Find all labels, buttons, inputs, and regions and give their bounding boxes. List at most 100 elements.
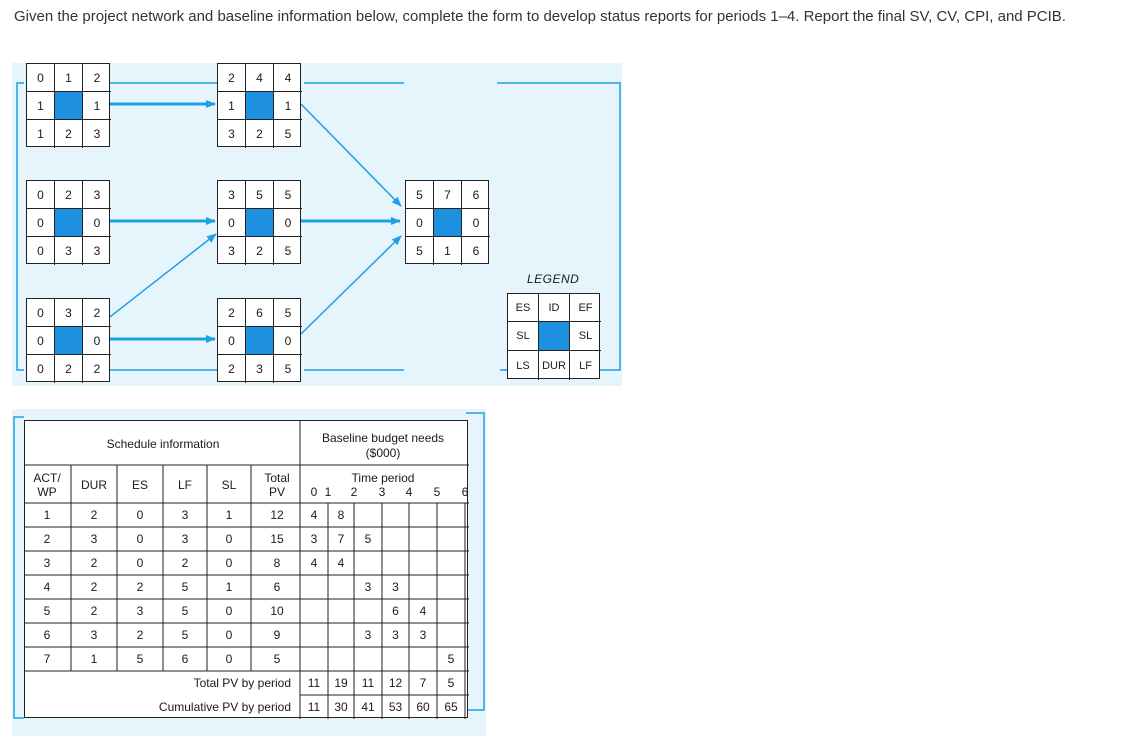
cell-lf: 3 xyxy=(181,532,189,546)
cell-dur: 3 xyxy=(90,628,98,642)
cell-period-pv: 7 xyxy=(337,532,345,546)
time-period-label: Time period xyxy=(351,471,415,485)
node-value-cell: 2 xyxy=(93,362,101,376)
node-value-cell: 2 xyxy=(246,237,274,265)
cell-lf: 5 xyxy=(181,628,189,642)
cell-es: 0 xyxy=(136,556,144,570)
node-value-cell: 3 xyxy=(218,181,246,209)
period-header: 0 xyxy=(310,485,318,499)
node-value-cell: 4 xyxy=(274,64,302,92)
node-value-cell: 0 xyxy=(27,64,55,92)
total-pv-label: Total PV by period xyxy=(193,676,291,690)
node-value-cell: 6 xyxy=(246,299,274,327)
cell-dur: 2 xyxy=(90,580,98,594)
total-pv-value: 7 xyxy=(419,676,427,690)
node-value-cell: 0 xyxy=(83,209,111,237)
cell-pv: 15 xyxy=(270,532,284,546)
cell-period-pv: 8 xyxy=(337,508,345,522)
legend-cell: EF xyxy=(570,294,601,322)
table-grid-lines xyxy=(25,421,469,719)
cum-pv-value: 60 xyxy=(416,700,430,714)
cell-period-pv: 3 xyxy=(310,532,318,546)
schedule-header: Schedule information xyxy=(106,437,220,451)
cell-period-pv: 3 xyxy=(364,628,372,642)
cell-pv: 12 xyxy=(270,508,284,522)
legend-cell: SL xyxy=(508,322,539,351)
node-id-cell xyxy=(55,92,83,120)
question-text: Given the project network and baseline i… xyxy=(14,8,1066,25)
cell-lf: 5 xyxy=(181,604,189,618)
cum-pv-label: Cumulative PV by period xyxy=(158,700,291,714)
cell-period-pv: 3 xyxy=(392,580,399,594)
node-value-cell: 5 xyxy=(284,362,292,376)
cell-es: 3 xyxy=(136,604,144,618)
total-pv-value: 11 xyxy=(307,676,321,690)
cell-act: 5 xyxy=(43,604,51,618)
node-id-cell xyxy=(55,327,83,355)
legend-cell: ID xyxy=(539,294,570,322)
node-value-cell: 2 xyxy=(55,355,83,383)
cum-pv-value: 11 xyxy=(307,700,321,714)
node-id-cell xyxy=(434,209,462,237)
node-value-cell: 0 xyxy=(274,327,302,355)
cell-es: 0 xyxy=(136,532,144,546)
cell-period-pv: 4 xyxy=(419,604,427,618)
node-value-cell: 0 xyxy=(27,209,55,237)
node-value-cell: 3 xyxy=(83,181,111,209)
node-value-cell: 0 xyxy=(406,209,434,237)
node-id-cell xyxy=(246,92,274,120)
node-value-cell: 2 xyxy=(218,299,246,327)
node-value-cell: 2 xyxy=(83,64,111,92)
cell-lf: 3 xyxy=(181,508,189,522)
cell-pv: 6 xyxy=(273,580,281,594)
cum-pv-value: 30 xyxy=(334,700,348,714)
cell-dur: 1 xyxy=(90,652,98,666)
cell-period-pv: 3 xyxy=(392,628,399,642)
cell-pv: 10 xyxy=(270,604,284,618)
cell-period-pv: 3 xyxy=(364,580,372,594)
cum-pv-value: 65 xyxy=(444,700,458,714)
node-value-cell: 1 xyxy=(27,92,55,120)
node-value-cell: 0 xyxy=(27,299,55,327)
cell-act: 2 xyxy=(43,532,51,546)
cell-act: 4 xyxy=(43,580,51,594)
cell-dur: 2 xyxy=(90,604,98,618)
cell-act: 1 xyxy=(43,508,51,522)
cell-sl: 0 xyxy=(225,604,233,618)
period-header: 4 xyxy=(405,485,413,499)
node-value-cell: 3 xyxy=(218,237,246,265)
node-value-cell: 3 xyxy=(93,244,101,258)
cum-pv-value: 41 xyxy=(361,700,375,714)
col-act: ACT/ WP xyxy=(33,471,61,499)
node-id-cell xyxy=(246,209,274,237)
node-value-cell: 0 xyxy=(462,209,490,237)
node-value-cell: 4 xyxy=(246,64,274,92)
cell-sl: 0 xyxy=(225,556,233,570)
cell-es: 5 xyxy=(136,652,144,666)
cell-act: 7 xyxy=(43,652,51,666)
cell-pv: 8 xyxy=(273,556,281,570)
cell-act: 3 xyxy=(43,556,51,570)
cell-period-pv: 5 xyxy=(364,532,372,546)
node-value-cell: 6 xyxy=(462,181,490,209)
period-header: 2 xyxy=(350,485,358,499)
total-pv-value: 11 xyxy=(361,676,375,690)
cell-es: 2 xyxy=(136,628,144,642)
cell-act: 6 xyxy=(43,628,51,642)
node-value-cell: 1 xyxy=(218,92,246,120)
node-value-cell: 5 xyxy=(246,181,274,209)
node-value-cell: 1 xyxy=(27,120,55,148)
legend-cell: LF xyxy=(579,359,592,372)
total-pv-value: 5 xyxy=(447,676,455,690)
total-pv-value: 12 xyxy=(388,676,403,690)
node-value-cell: 2 xyxy=(55,181,83,209)
col-dur: DUR xyxy=(81,478,107,492)
